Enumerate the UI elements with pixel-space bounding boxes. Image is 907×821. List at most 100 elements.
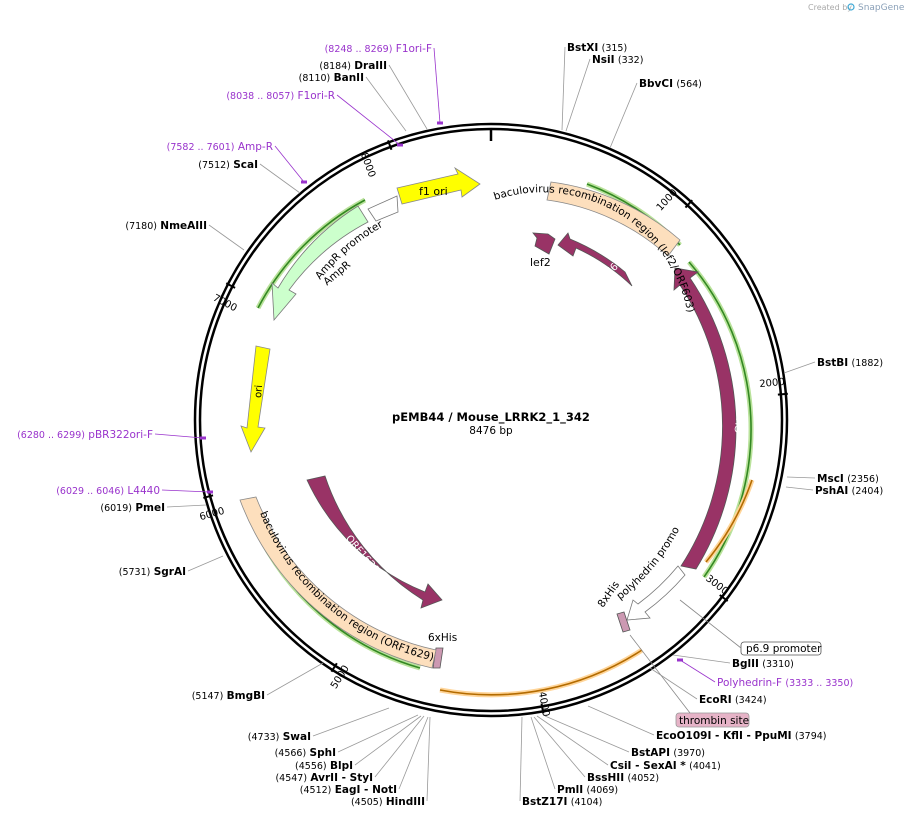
leader-site <box>259 163 301 194</box>
site-sgrai[interactable]: (5731) SgrAI <box>119 566 186 578</box>
site-name: EagI - NotI <box>335 784 397 796</box>
site-pmei[interactable]: (6019) PmeI <box>100 502 165 514</box>
primer-range: (8248 .. 8269) <box>325 44 393 55</box>
site-position: (3794) <box>795 731 827 742</box>
plasmid-size: 8476 bp <box>469 425 513 437</box>
leader-primer <box>154 433 204 439</box>
leader-site <box>374 715 425 778</box>
site-pmli[interactable]: PmlI (4069) <box>557 784 618 796</box>
site-ecoo109i[interactable]: EcoO109I - KflI - PpuMI (3794) <box>656 730 827 742</box>
site-nsii[interactable]: NsiI (332) <box>592 54 643 66</box>
site-sphi[interactable]: (4566) SphI <box>275 747 336 759</box>
tick-label-1000: 1000 <box>655 187 680 213</box>
site-hindiii[interactable]: (4505) HindIII <box>351 796 425 808</box>
site-name: SgrAI <box>154 566 186 578</box>
leader-site <box>536 715 609 766</box>
leader-site <box>426 716 431 802</box>
feature-bac-region-1[interactable] <box>546 181 681 257</box>
primer-name: F1ori-F <box>396 43 432 55</box>
site-bmgbi[interactable]: (5147) BmgBI <box>192 690 265 702</box>
leader-site <box>354 715 422 766</box>
site-bsshii[interactable]: BssHII (4052) <box>587 772 659 784</box>
site-name: BstXI <box>567 42 598 54</box>
primer-polyhedrin-f[interactable]: Polyhedrin-F (3333 .. 3350) <box>717 677 853 689</box>
leader-site <box>565 58 591 132</box>
site-ecori[interactable]: EcoRI (3424) <box>699 694 767 706</box>
feature-bac-region-2[interactable] <box>239 496 437 669</box>
site-banii[interactable]: (8110) BanII <box>299 72 364 84</box>
leader-site <box>786 476 816 479</box>
site-draiii[interactable]: (8184) DraIII <box>319 60 387 72</box>
site-position: (5147) <box>192 691 224 702</box>
site-bglii[interactable]: BglII (3310) <box>732 658 794 670</box>
leader-site <box>544 715 630 753</box>
feature-8xhis[interactable] <box>616 611 631 633</box>
site-pshai[interactable]: PshAI (2404) <box>815 485 883 497</box>
site-swai[interactable]: (4733) SwaI <box>248 731 311 743</box>
tick-label-5000: 5000 <box>329 664 352 691</box>
leader-primer <box>274 145 305 183</box>
site-position: (4566) <box>275 748 307 759</box>
site-msci[interactable]: MscI (2356) <box>817 473 879 485</box>
site-position: (8184) <box>319 61 351 72</box>
site-leaders <box>166 46 816 802</box>
primer-range: (8038 .. 8057) <box>226 91 294 102</box>
site-nmeaiii[interactable]: (7180) NmeAIII <box>125 220 207 232</box>
tick-2000 <box>777 392 788 396</box>
site-position: (7180) <box>125 221 157 232</box>
site-bstapi[interactable]: BstAPI (3970) <box>631 747 705 759</box>
features <box>239 166 737 669</box>
primer-range: (6029 .. 6046) <box>56 486 124 497</box>
leader-primer <box>679 659 716 683</box>
site-avrii[interactable]: (4547) AvrII - StyI <box>275 772 373 784</box>
site-blpi[interactable]: (4556) BlpI <box>295 760 353 772</box>
site-position: (315) <box>602 43 628 54</box>
feature-ampr-promoter[interactable] <box>367 195 399 222</box>
tick-7000 <box>225 282 236 289</box>
site-position: (5731) <box>119 567 151 578</box>
leader-site <box>533 716 586 778</box>
feature-orf1629[interactable] <box>306 475 443 609</box>
label-orf1629: ORF1629 <box>343 533 381 575</box>
boxed-label-thrombin: thrombin site <box>675 712 750 728</box>
feature-f1-ori[interactable] <box>396 166 481 205</box>
primer-name: F1ori-R <box>298 90 335 102</box>
site-bstxi[interactable]: BstXI (315) <box>567 42 627 54</box>
site-csii[interactable]: CsiI - SexAI * (4041) <box>610 760 721 772</box>
primer-marker <box>200 436 206 440</box>
snapgene-logo-icon <box>847 3 855 11</box>
feature-ori[interactable] <box>240 345 271 453</box>
site-name: MscI <box>817 473 844 485</box>
site-bstz17i[interactable]: BstZ17I (4104) <box>522 796 602 808</box>
feature-lef2[interactable] <box>532 232 556 255</box>
primer-amp-r[interactable]: (7582 .. 7601) Amp-R <box>167 141 273 153</box>
leader-primer <box>161 489 211 493</box>
site-name: SwaI <box>283 731 311 743</box>
primer-pbr322ori-f[interactable]: (6280 .. 6299) pBR322ori-F <box>17 429 153 441</box>
leader-site <box>187 555 224 572</box>
tick-8000 <box>387 140 393 151</box>
site-position: (4733) <box>248 732 280 743</box>
site-eagi[interactable]: (4512) EagI - NotI <box>300 784 397 796</box>
feature-ampr[interactable] <box>271 205 369 322</box>
primer-f1ori-f[interactable]: (8248 .. 8269) F1ori-F <box>325 43 432 55</box>
leader-site <box>785 486 814 491</box>
tick-4000 <box>540 703 545 714</box>
site-bbvci[interactable]: BbvCI (564) <box>639 78 702 90</box>
tick-3000 <box>719 594 729 602</box>
site-position: (564) <box>676 79 702 90</box>
site-labels: BstXI (315)NsiI (332) BbvCI (564) BstBI (1… <box>100 42 883 808</box>
site-position: (4041) <box>689 761 721 772</box>
site-name: BstBI <box>817 357 848 369</box>
site-scai[interactable]: (7512) ScaI <box>198 159 258 171</box>
site-position: (8110) <box>299 73 331 84</box>
site-name: HindIII <box>386 796 425 808</box>
site-bstbi[interactable]: BstBI (1882) <box>817 357 883 369</box>
feature-gus[interactable] <box>673 267 737 570</box>
tick-6000 <box>203 494 214 499</box>
feature-polyhedrin-promoter[interactable] <box>626 565 686 621</box>
primer-f1ori-r[interactable]: (8038 .. 8057) F1ori-R <box>226 90 335 102</box>
site-position: (4512) <box>300 785 332 796</box>
feature-orf603[interactable] <box>557 232 633 287</box>
primer-l4440[interactable]: (6029 .. 6046) L4440 <box>56 485 160 497</box>
